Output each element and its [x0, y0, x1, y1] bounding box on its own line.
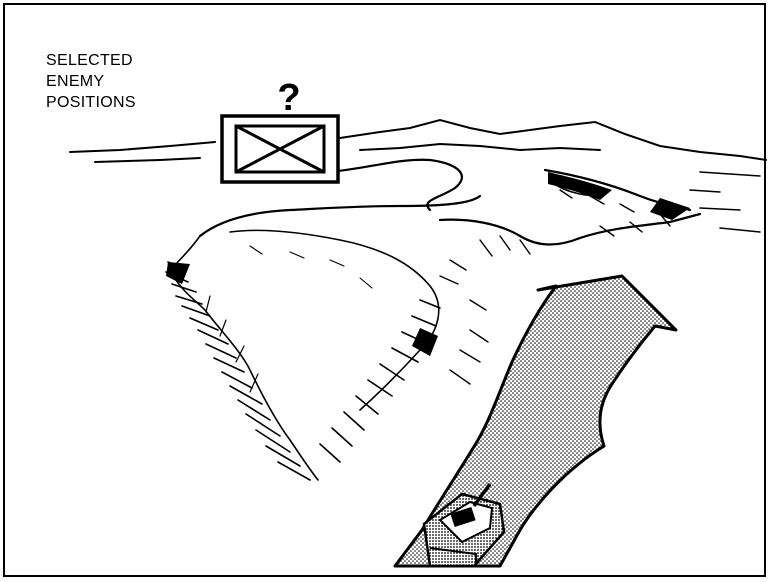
enemy-unit-symbol-icon	[222, 116, 338, 182]
central-ridge	[230, 230, 440, 462]
question-mark-icon: ?	[277, 77, 300, 119]
left-cliff	[166, 236, 318, 480]
